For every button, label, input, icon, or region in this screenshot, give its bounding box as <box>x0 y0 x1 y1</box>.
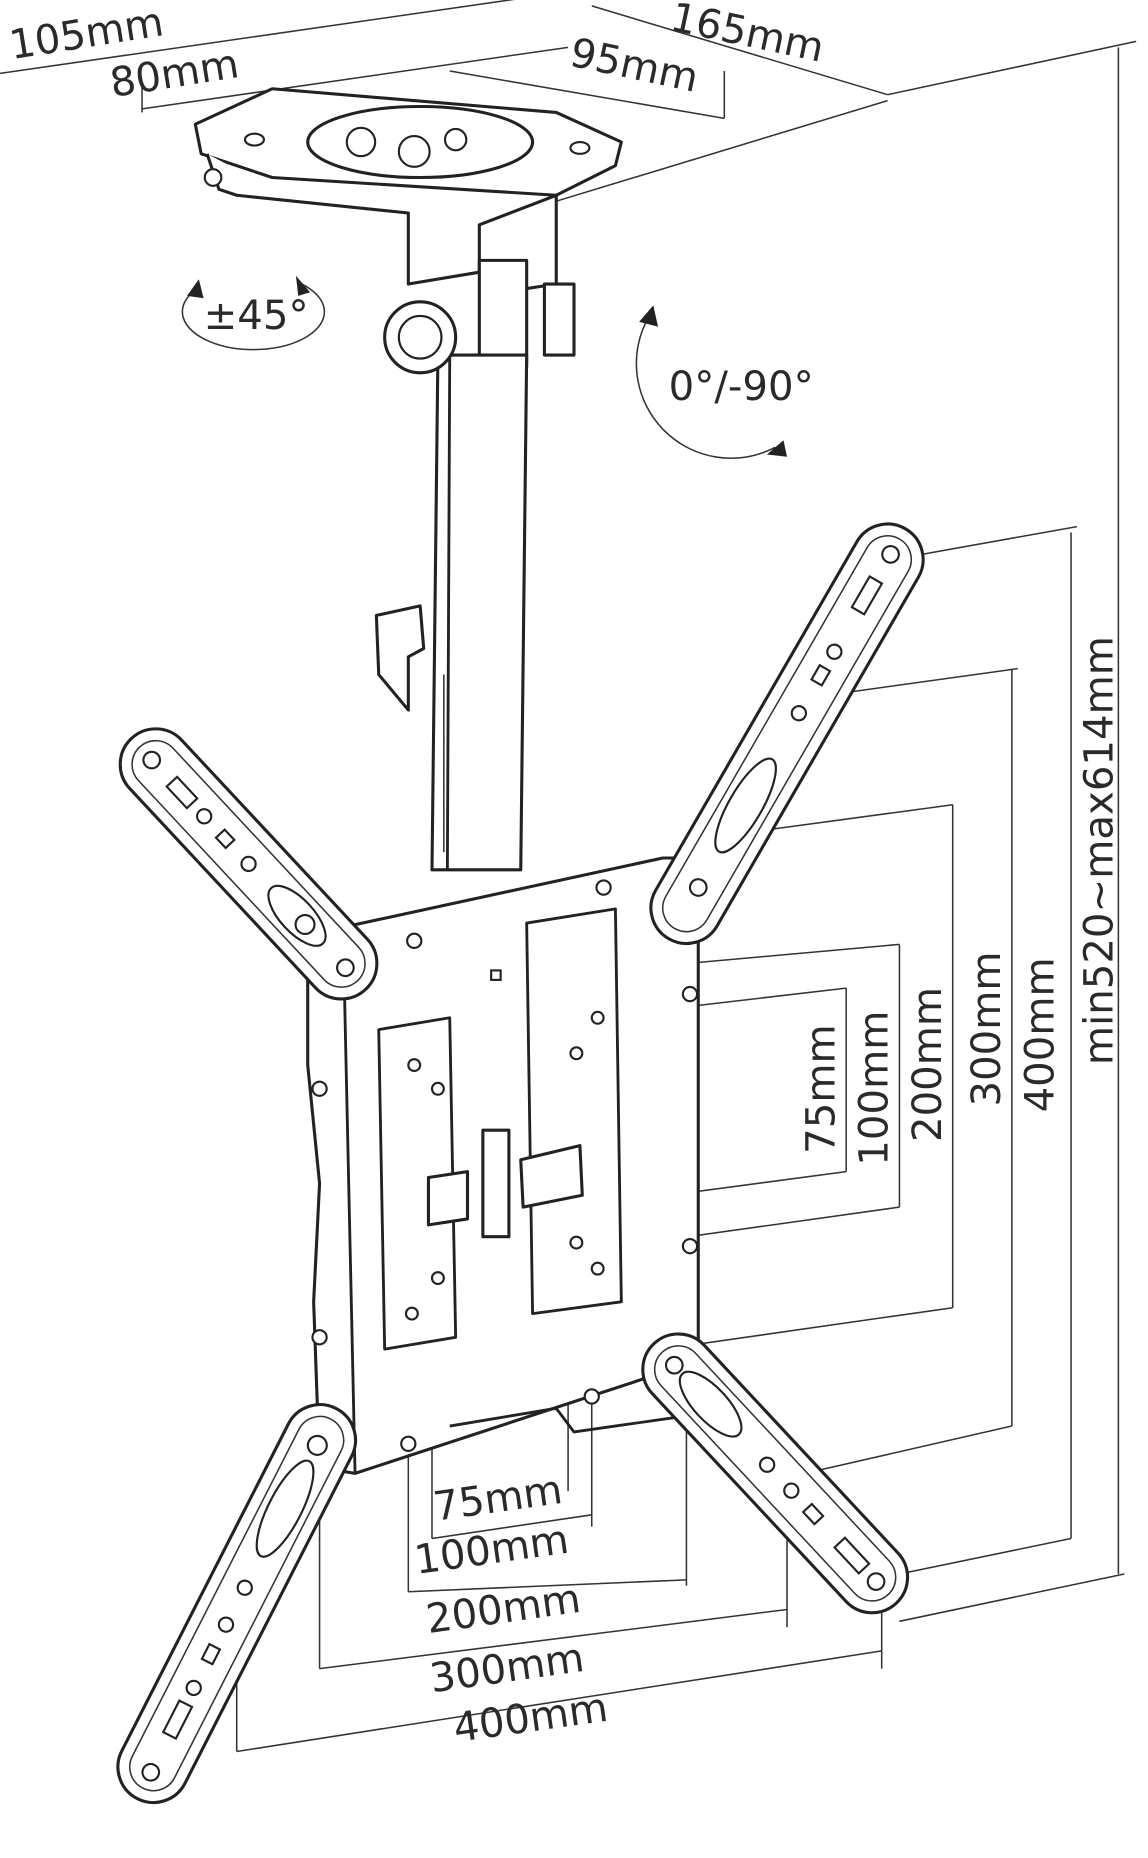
arm-bottom-left <box>116 1403 358 1805</box>
ceiling-dimension-lines <box>0 0 1137 202</box>
tilt-arrow-icon <box>635 305 788 459</box>
mounting-plate <box>306 856 700 1475</box>
tilt-angle-label: 0°/-90° <box>669 364 814 410</box>
plate-holes <box>311 879 699 1452</box>
arm-bottom-right <box>641 1332 910 1615</box>
swivel-arrow-icon <box>181 275 326 351</box>
arm-top-right <box>649 522 925 946</box>
vesa-vertical-75-label: 75mm <box>798 1024 844 1154</box>
vesa-horizontal-200-label: 200mm <box>423 1576 583 1643</box>
height-range-label: min520~max614mm <box>1076 636 1122 1065</box>
pole <box>374 258 576 872</box>
ceiling-plate <box>193 87 623 298</box>
vesa-vertical-200-label: 200mm <box>905 987 951 1142</box>
vesa-vertical-300-label: 300mm <box>964 951 1010 1106</box>
vesa-vertical-100-label: 100mm <box>852 1011 898 1166</box>
height-dimension-lines <box>579 47 1125 1623</box>
vesa-vertical-400-label: 400mm <box>1017 957 1063 1112</box>
swivel-angle-label: ±45° <box>204 293 309 339</box>
arm-top-left <box>118 727 379 1001</box>
